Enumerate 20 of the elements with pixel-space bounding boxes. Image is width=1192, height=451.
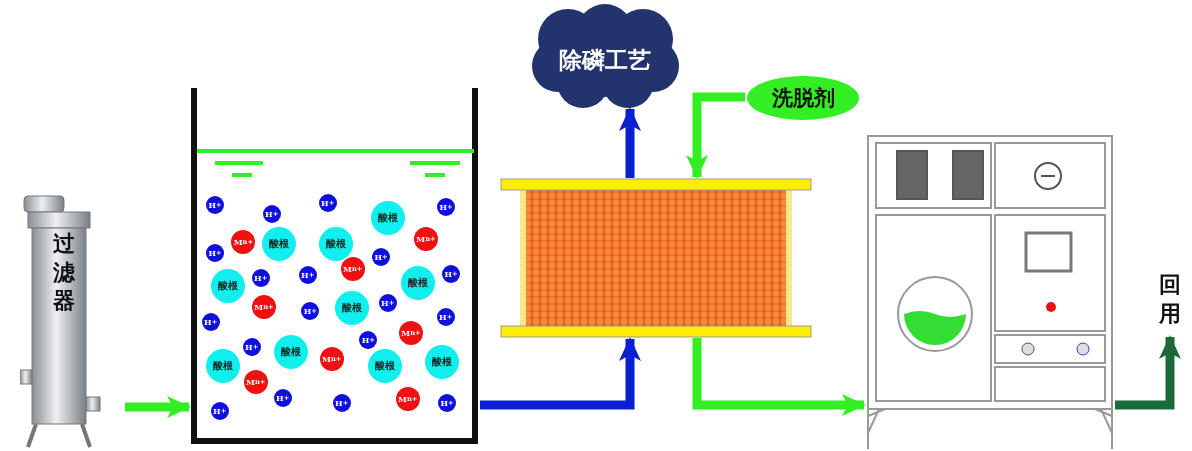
cloud-label: 除磷工艺	[559, 44, 651, 75]
anion-circle: 酸根	[262, 227, 297, 261]
anion-circle: 酸根	[401, 266, 436, 301]
anion-circle: 酸根	[210, 269, 245, 303]
anion-circle: 酸根	[334, 291, 369, 326]
arrow	[125, 396, 191, 418]
anion-circle: 酸根	[318, 227, 353, 261]
output-label: 回用	[1159, 270, 1181, 328]
arrow	[692, 338, 866, 416]
filter-label: 过滤器	[53, 229, 75, 315]
anion-circle: 酸根	[370, 200, 405, 235]
arrow	[619, 107, 641, 178]
ellipse-label: 洗脱剂	[771, 84, 835, 112]
anion-circle: 酸根	[425, 344, 460, 379]
arrow	[480, 337, 641, 410]
anion-circle: 酸根	[273, 335, 308, 370]
arrow	[686, 92, 745, 179]
arrow	[1115, 335, 1181, 410]
anion-circle: 酸根	[368, 348, 402, 383]
anion-circle: 酸根	[206, 348, 241, 383]
